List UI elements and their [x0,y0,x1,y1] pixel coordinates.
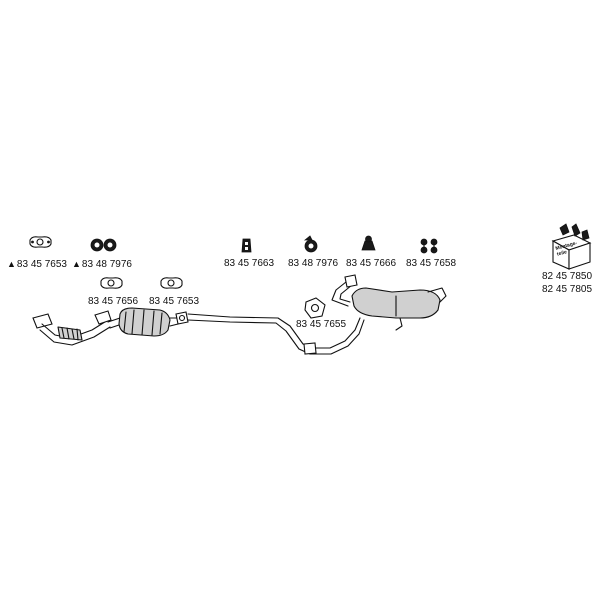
part-label-1: ▲83 45 7653 [7,258,67,271]
part-label-9: 83 45 7655 [296,319,346,331]
front-pipe [32,310,112,346]
gasket-icon-4 [304,297,326,319]
part-label-2: ▲83 48 7976 [72,258,132,271]
part-label-3: 83 45 7663 [224,258,274,270]
rear-silencer [331,274,447,331]
rubber-ring-icon [303,235,318,253]
part-label-5: 83 45 7666 [346,258,396,270]
rubber-mount-icon [361,235,376,251]
part-number-8: 83 45 7653 [149,296,200,307]
warning-triangle-icon: ▲ [72,259,81,269]
rubber-ring-pair-icon [90,238,117,252]
part-label-4: 83 48 7976 [288,258,338,270]
part-number-4: 83 48 7976 [288,258,339,269]
middle-pipe [187,313,365,355]
part-label-8: 83 45 7653 [149,296,199,308]
part-number-5: 83 45 7666 [346,258,397,269]
part-number-2: 83 48 7976 [81,259,132,270]
gasket-icon-3 [160,277,183,289]
part-label-7: 83 45 7656 [88,296,138,308]
part-number-3: 83 45 7663 [224,258,275,269]
mounting-kit-number-2: 82 45 7805 [542,284,593,295]
part-number-6: 83 45 7658 [406,258,457,269]
mounting-kit-box-icon [551,223,592,270]
part-label-6: 83 45 7658 [406,258,456,270]
gasket-icon-2 [100,277,123,289]
part-number-7: 83 45 7656 [88,296,139,307]
gasket-icon [29,236,52,248]
mounting-kit-number-1: 82 45 7850 [542,271,593,282]
part-number-9: 83 45 7655 [296,319,347,330]
clamp-hanger-icon [420,238,438,254]
hanger-icon [241,238,252,253]
part-number-1: 83 45 7653 [16,259,67,270]
warning-triangle-icon: ▲ [7,259,16,269]
catalytic-converter [107,307,189,337]
